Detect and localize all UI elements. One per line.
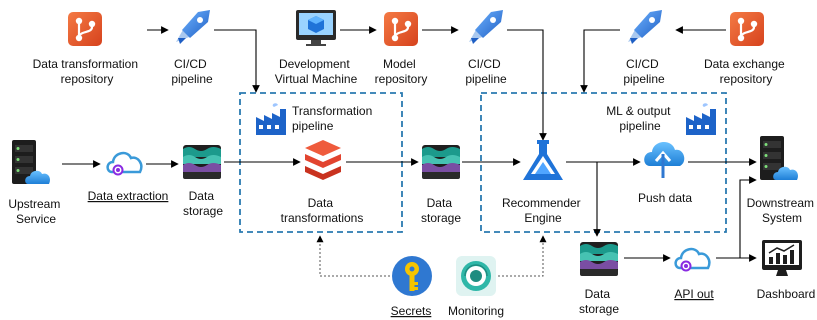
- virtual-machine-icon: [296, 10, 336, 46]
- label-data-storage-1: Data storage: [183, 189, 223, 218]
- databricks-icon: [305, 140, 341, 180]
- group-label-transformation-pipeline: Transformation pipeline: [292, 104, 376, 133]
- label-push-data: Push data: [638, 191, 692, 205]
- label-data-storage-2: Data storage: [421, 196, 461, 225]
- edge-secrets-to-transformation: [316, 235, 390, 277]
- label-api-out: API out: [674, 287, 714, 301]
- label-data-exchange-repository: Data exchange repository: [704, 57, 788, 86]
- server-icon: [12, 140, 51, 184]
- git-repo-icon: [66, 10, 104, 48]
- cloud-icon: [106, 151, 143, 176]
- server-icon: [760, 136, 799, 180]
- data-lake-icon: [183, 145, 221, 179]
- edge-cicd1-to-transformation: [214, 29, 260, 93]
- label-data-transformation-repository: Data transformation repository: [33, 57, 142, 86]
- dashboard-icon: [761, 239, 803, 277]
- label-development-vm: Development Virtual Machine: [275, 57, 358, 86]
- azure-pipelines-icon: [469, 10, 503, 44]
- monitor-icon: [455, 255, 497, 297]
- data-factory-icon: [686, 103, 716, 135]
- edge-cicd2-to-recommender: [507, 29, 547, 141]
- label-cicd-pipeline-1: CI/CD pipeline: [171, 57, 213, 86]
- cloud-upload-icon: [642, 140, 686, 180]
- cloud-icon: [674, 247, 711, 272]
- machine-learning-icon: [523, 140, 563, 180]
- dotted-connectors: [316, 235, 547, 277]
- data-lake-icon: [422, 145, 460, 179]
- group-label-ml-output-pipeline: ML & output pipeline: [606, 104, 674, 133]
- connectors: [62, 26, 757, 262]
- data-lake-icon: [580, 242, 618, 276]
- label-upstream-service: Upstream Service: [8, 197, 63, 226]
- label-secrets: Secrets: [391, 304, 432, 318]
- label-monitoring: Monitoring: [448, 304, 504, 318]
- edge-apiout-to-downstream: [739, 176, 757, 258]
- label-cicd-pipeline-2: CI/CD pipeline: [465, 57, 507, 86]
- edge-cicd3-to-ml-group: [580, 29, 620, 93]
- edge-monitoring-to-recommender: [498, 235, 547, 277]
- key-vault-icon: [392, 256, 432, 296]
- label-downstream-system: Downstream System: [747, 196, 817, 225]
- label-dashboard: Dashboard: [757, 287, 816, 301]
- azure-pipelines-icon: [628, 10, 662, 44]
- git-repo-icon: [728, 10, 766, 48]
- label-data-extraction: Data extraction: [88, 189, 169, 203]
- label-model-repository: Model repository: [375, 57, 428, 86]
- git-repo-icon: [382, 10, 420, 48]
- label-cicd-pipeline-3: CI/CD pipeline: [623, 57, 665, 86]
- azure-pipelines-icon: [176, 10, 210, 44]
- label-recommender-engine: Recommender Engine: [502, 196, 584, 225]
- label-data-storage-3: Data storage: [579, 287, 619, 316]
- data-factory-icon: [256, 103, 286, 135]
- label-data-transformations: Data transformations: [281, 196, 364, 225]
